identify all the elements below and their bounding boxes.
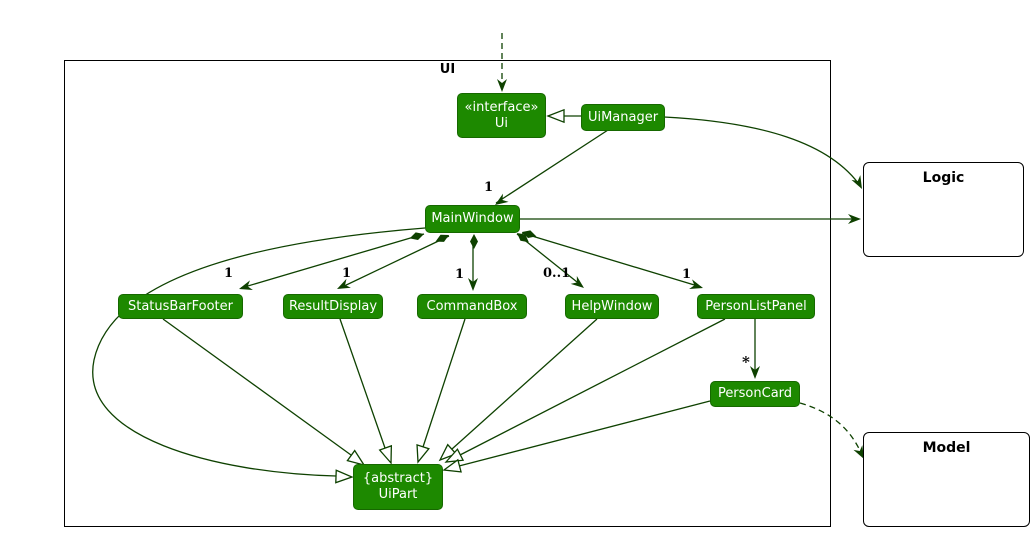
ui-package-container: [64, 60, 831, 527]
edge-helpwindow-uipart: [451, 318, 598, 450]
diamond-mainwindow-statusbarfooter: [409, 232, 424, 241]
edge-resultdisplay-uipart: [339, 318, 386, 449]
logic-label: Logic: [922, 170, 965, 186]
edge-personlistpanel-uipart: [459, 318, 726, 456]
class-mainwindow: MainWindow: [425, 205, 520, 233]
class-uipart: {abstract} UiPart: [353, 464, 443, 510]
triangle-statusbarfooter-uipart: [346, 449, 366, 467]
helpwindow-name: HelpWindow: [571, 298, 653, 314]
edge-personcard-uipart: [458, 400, 711, 467]
edge-mainwindow-resultdisplay: [339, 235, 450, 289]
arrowhead-statusbarfooter: [239, 280, 253, 290]
multiplicity-personcard: *: [742, 353, 750, 371]
multiplicity-helpwindow: 0..1: [543, 266, 571, 281]
triangle-commandbox-uipart: [416, 443, 430, 464]
diamond-mainwindow-personlistpanel: [522, 230, 537, 239]
personlistpanel-name: PersonListPanel: [705, 298, 807, 314]
external-logic-box: Logic: [863, 162, 1024, 257]
ui-interface-name: Ui: [494, 115, 509, 131]
triangle-mainwindow-uipart: [335, 469, 354, 484]
triangle-resultdisplay-uipart: [378, 444, 393, 465]
arrowhead-external-ui: [497, 79, 507, 92]
class-uimanager: UiManager: [581, 104, 665, 131]
resultdisplay-name: ResultDisplay: [288, 298, 378, 314]
personcard-name: PersonCard: [717, 386, 793, 402]
statusbarfooter-name: StatusBarFooter: [127, 298, 233, 314]
diamond-mainwindow-commandbox: [470, 234, 478, 249]
class-ui-interface: «interface» Ui: [457, 93, 546, 138]
uimanager-name: UiManager: [587, 109, 659, 125]
triangle-uimanager-realizes-ui: [546, 108, 565, 124]
multiplicity-uimanager-mainwindow: 1: [484, 180, 494, 195]
multiplicity-personlistpanel: 1: [682, 267, 692, 282]
arrowhead-helpwindow: [570, 276, 584, 288]
multiplicity-resultdisplay: 1: [342, 266, 352, 281]
edge-uimanager-mainwindow: [495, 129, 609, 204]
edge-mainwindow-personlistpanel: [521, 232, 702, 288]
arrowhead-personcard-model: [853, 445, 864, 459]
diamond-mainwindow-resultdisplay: [435, 234, 449, 242]
arrowhead-uimanager-logic: [851, 175, 862, 189]
triangle-personcard-uipart: [442, 458, 462, 473]
class-personcard: PersonCard: [710, 381, 800, 407]
external-model-box: Model: [863, 432, 1030, 527]
multiplicity-statusbarfooter: 1: [224, 266, 234, 281]
triangle-helpwindow-uipart: [438, 443, 458, 462]
multiplicity-commandbox: 1: [455, 267, 465, 282]
arrowhead-commandbox: [468, 278, 478, 291]
class-commandbox: CommandBox: [417, 294, 527, 319]
uipart-name: UiPart: [378, 487, 418, 502]
diamond-mainwindow-helpwindow: [517, 233, 529, 243]
arrowhead-mainwindow-logic: [848, 214, 861, 224]
ui-package-label: UI: [439, 62, 456, 77]
class-resultdisplay: ResultDisplay: [283, 294, 383, 319]
edge-statusbarfooter-uipart: [162, 318, 352, 456]
edge-commandbox-uipart: [422, 318, 466, 448]
class-personlistpanel: PersonListPanel: [697, 294, 815, 319]
arrowhead-personcard: [750, 366, 760, 379]
edge-mainwindow-statusbarfooter: [240, 233, 425, 289]
arrowhead-uimanager-mainwindow: [495, 193, 509, 205]
edge-uimanager-logic: [663, 116, 862, 188]
arrowhead-personlistpanel: [689, 279, 703, 289]
class-statusbarfooter: StatusBarFooter: [118, 294, 243, 319]
edge-personcard-model-dashed: [799, 402, 863, 456]
class-helpwindow: HelpWindow: [565, 294, 659, 319]
triangle-personlistpanel-uipart: [444, 448, 465, 463]
commandbox-name: CommandBox: [426, 298, 518, 314]
mainwindow-name: MainWindow: [431, 211, 514, 227]
edge-mainwindow-helpwindow: [516, 233, 583, 287]
uipart-modifier: {abstract}: [362, 471, 434, 487]
model-label: Model: [922, 440, 971, 456]
ui-interface-stereotype: «interface»: [464, 99, 539, 115]
arrowhead-resultdisplay: [337, 278, 351, 289]
edge-mainwindow-uipart: [92, 227, 426, 477]
